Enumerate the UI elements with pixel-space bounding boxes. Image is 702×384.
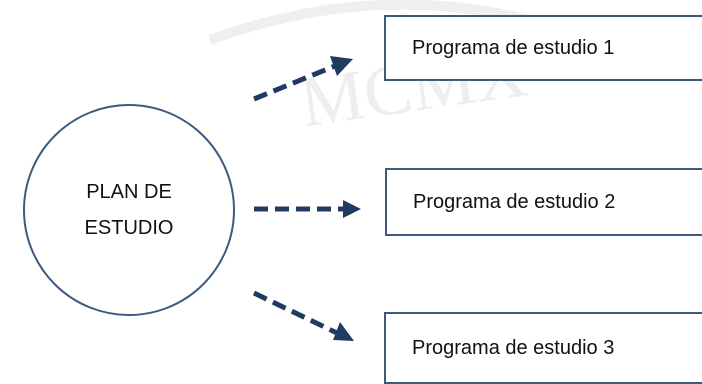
plan-de-estudio-node: PLAN DE ESTUDIO [23, 104, 235, 316]
arrow-to-programa-2 [254, 200, 361, 218]
diagram-canvas: MCMX PLAN DE ESTUDIO Programa de estudio… [23, 0, 702, 384]
programa-1-label: Programa de estudio 1 [412, 36, 615, 59]
arrow-to-programa-1 [253, 56, 353, 102]
programa-1-box: Programa de estudio 1 [384, 15, 702, 81]
programa-3-label: Programa de estudio 3 [412, 336, 615, 359]
arrow-to-programa-3 [252, 290, 354, 341]
programa-2-label: Programa de estudio 2 [413, 190, 616, 213]
programa-2-box: Programa de estudio 2 [385, 168, 702, 236]
center-node-line-2: ESTUDIO [84, 217, 174, 239]
programa-3-box: Programa de estudio 3 [384, 312, 702, 384]
arrows-layer [252, 56, 361, 341]
center-node-line-1: PLAN DE [86, 181, 172, 203]
